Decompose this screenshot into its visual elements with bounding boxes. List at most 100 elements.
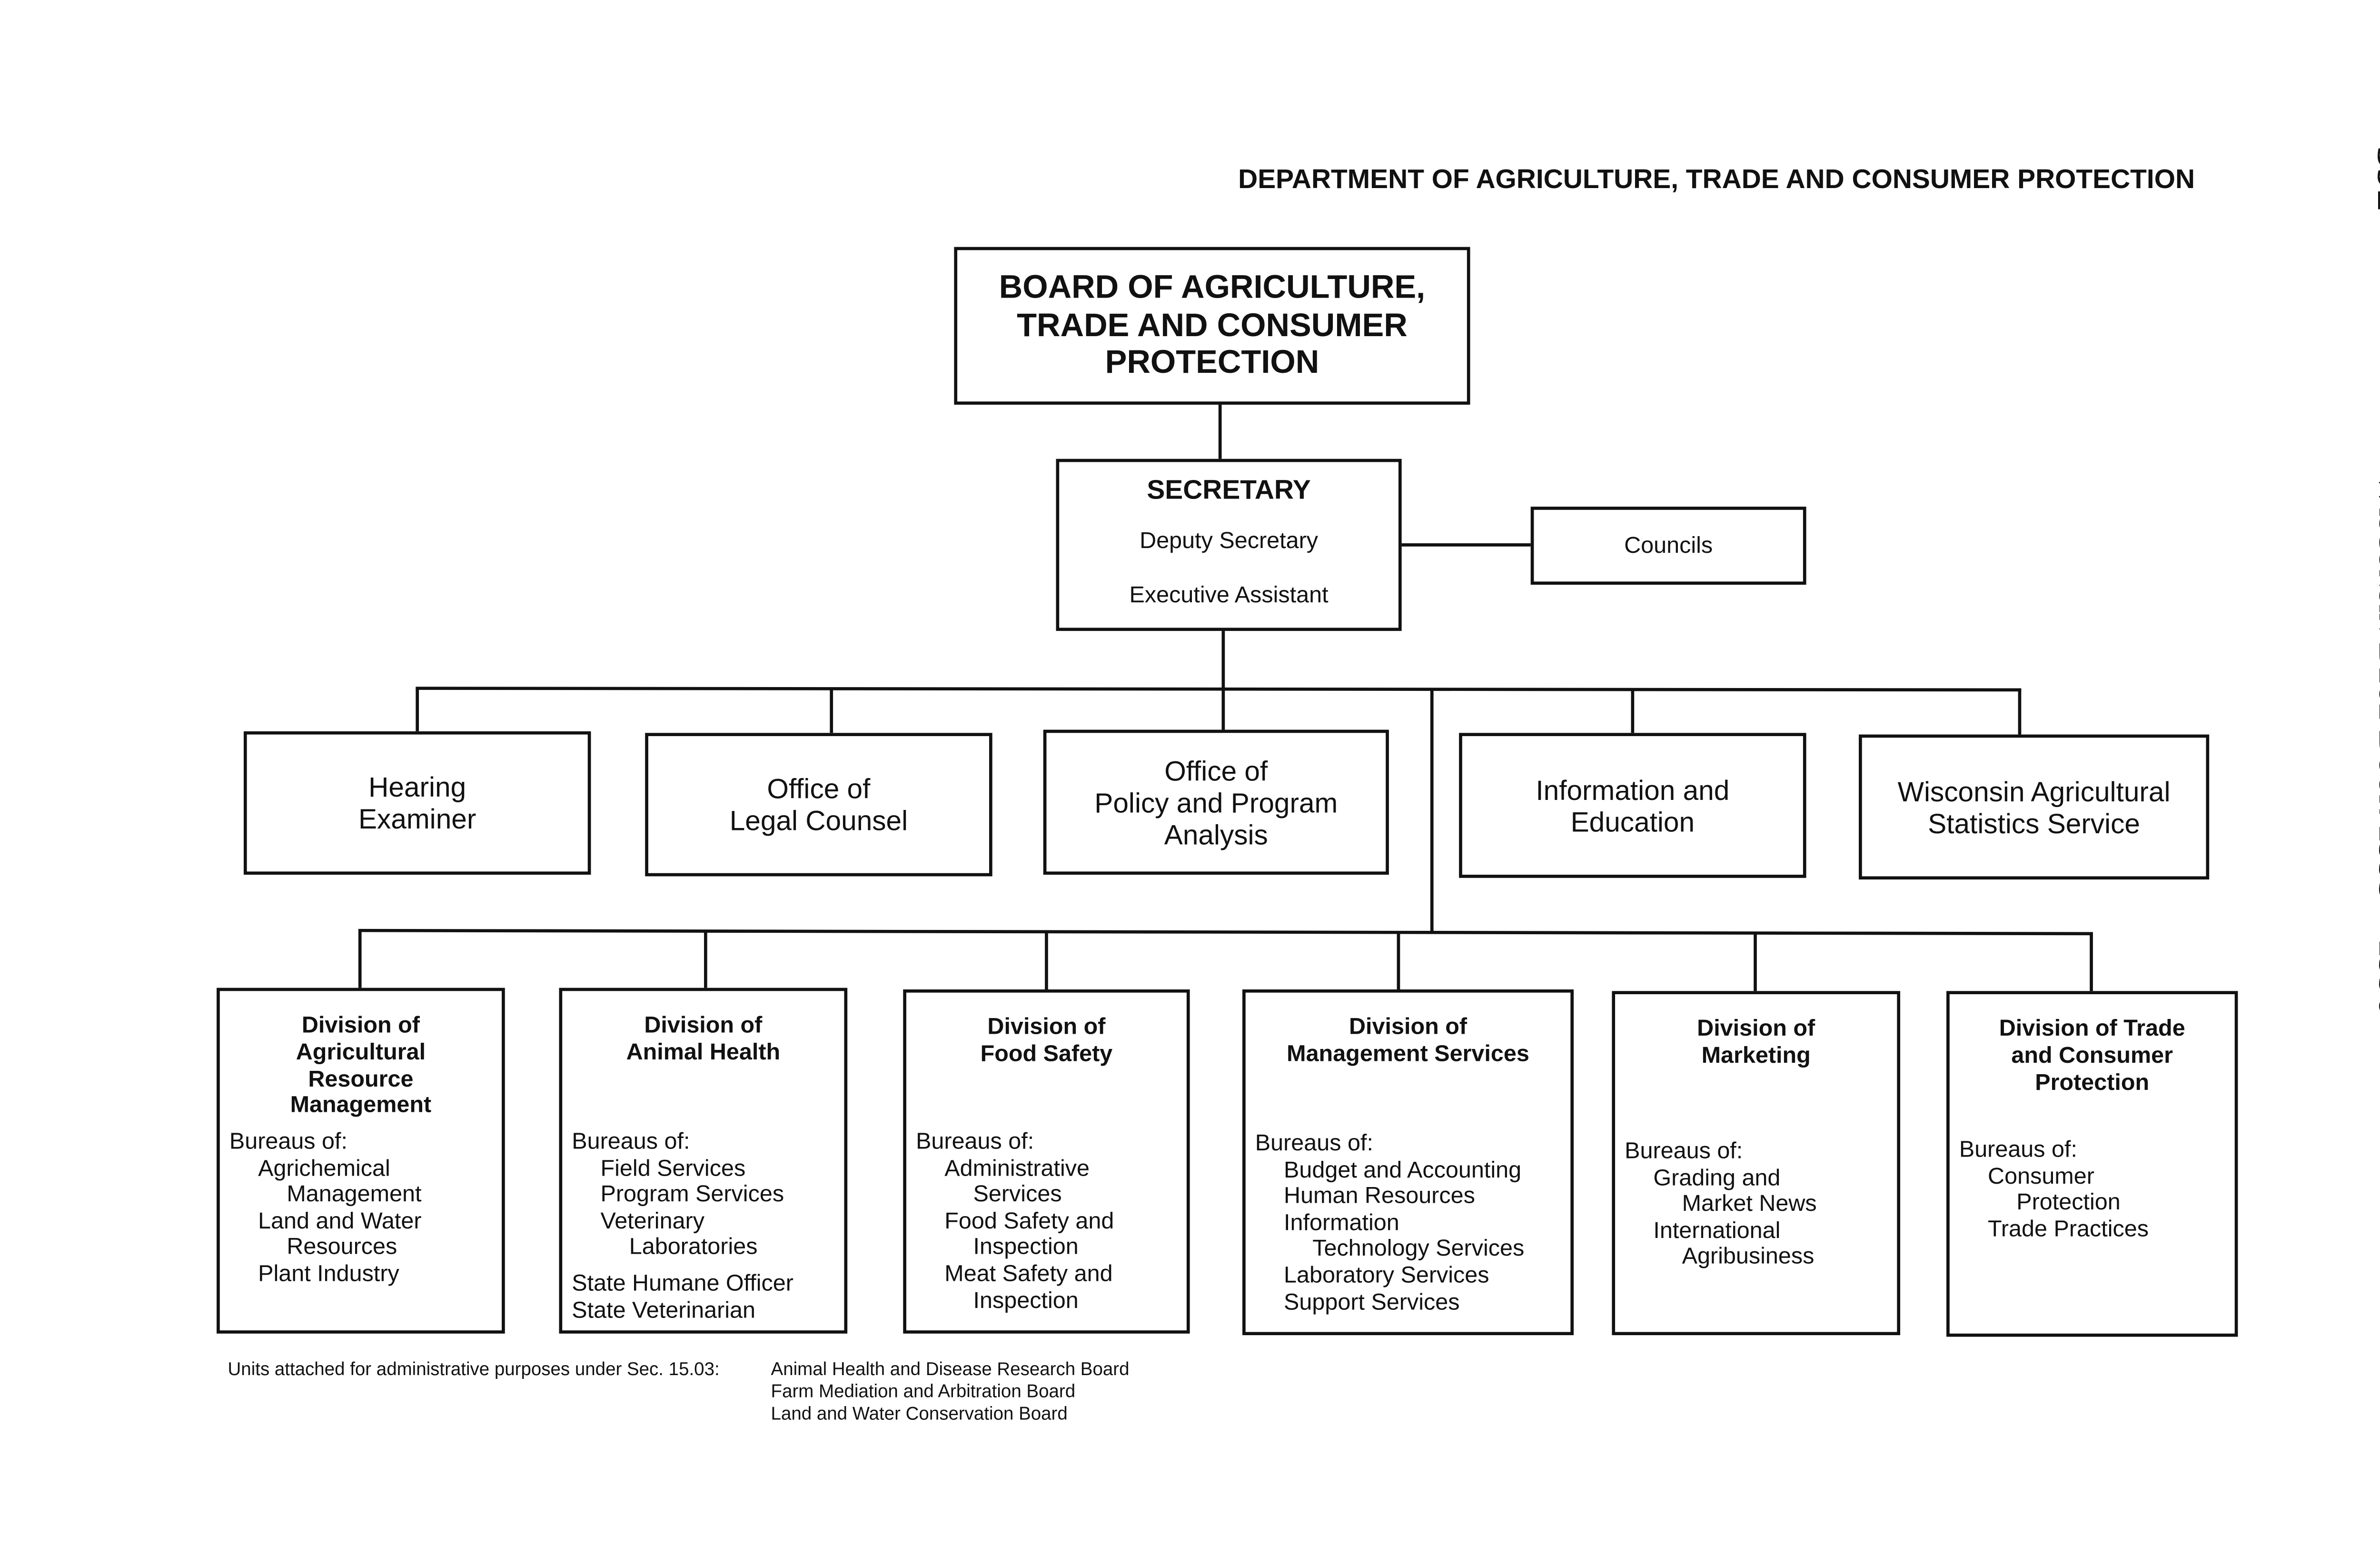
office-label-line: Analysis bbox=[1164, 818, 1268, 850]
office-label-line: Office of bbox=[767, 772, 871, 805]
bureau-item: Market News bbox=[1682, 1192, 1817, 1218]
secretary-title: SECRETARY bbox=[1147, 475, 1311, 505]
division-title-line: Division of Trade bbox=[1999, 1016, 2185, 1042]
division-title-line: Division of bbox=[644, 1013, 763, 1039]
board-line: TRADE AND CONSUMER bbox=[1017, 307, 1408, 344]
board-line: BOARD OF AGRICULTURE, bbox=[999, 269, 1426, 307]
page-number: 392 bbox=[2368, 146, 2380, 211]
division-title-line: Agricultural bbox=[296, 1040, 426, 1066]
bureau-item: Administrative bbox=[944, 1156, 1090, 1182]
footnote-label: Units attached for administrative purpos… bbox=[228, 1360, 720, 1380]
board-line: PROTECTION bbox=[1105, 344, 1319, 381]
bureau-item: Protection bbox=[2016, 1190, 2121, 1216]
division-title-line: Food Safety bbox=[980, 1041, 1113, 1068]
bureau-item: Information bbox=[1284, 1210, 1399, 1236]
bureau-item: Laboratory Services bbox=[1284, 1263, 1489, 1289]
page-header: DEPARTMENT OF AGRICULTURE, TRADE AND CON… bbox=[1238, 164, 2195, 195]
division-title-line: Protection bbox=[2035, 1070, 2150, 1096]
board-box: BOARD OF AGRICULTURE, TRADE AND CONSUMER… bbox=[954, 247, 1470, 405]
division-title-line: Management Services bbox=[1287, 1041, 1529, 1068]
division-title-line: and Consumer bbox=[2011, 1043, 2173, 1069]
bureau-item: International bbox=[1653, 1218, 1781, 1244]
bureau-item: Plant Industry bbox=[258, 1262, 399, 1288]
footnote-units: Animal Health and Disease Research Board… bbox=[771, 1359, 1130, 1426]
bureau-item: Inspection bbox=[973, 1235, 1079, 1261]
division-title-line: Division of bbox=[1697, 1016, 1815, 1042]
bureau-item: Program Services bbox=[600, 1182, 784, 1208]
bureau-item: Agrichemical bbox=[258, 1156, 390, 1182]
bureau-item: Meat Safety and bbox=[944, 1262, 1113, 1288]
councils-box: Councils bbox=[1530, 507, 1806, 585]
bureaus-label: Bureaus of: bbox=[916, 1129, 1034, 1155]
division-title-line: Resource bbox=[308, 1067, 414, 1093]
office-label-line: Examiner bbox=[358, 803, 476, 835]
executive-assistant: Executive Assistant bbox=[1129, 583, 1329, 609]
division-title-line: Animal Health bbox=[626, 1040, 781, 1066]
secretary-box: SECRETARY Deputy Secretary Executive Ass… bbox=[1056, 459, 1402, 631]
attached-unit: Animal Health and Disease Research Board bbox=[771, 1360, 1130, 1380]
bureau-item: Agribusiness bbox=[1682, 1245, 1815, 1271]
office-label-line: Information and bbox=[1536, 773, 1730, 806]
division-title-line: Marketing bbox=[1701, 1043, 1811, 1069]
councils-label: Councils bbox=[1624, 533, 1713, 559]
bureau-item: Support Services bbox=[1284, 1289, 1460, 1316]
attached-unit: Farm Mediation and Arbitration Board bbox=[771, 1383, 1076, 1402]
division-title-line: Division of bbox=[987, 1015, 1106, 1041]
office-label-line: Office of bbox=[1164, 754, 1268, 787]
bureau-item: Technology Services bbox=[1312, 1237, 1525, 1263]
bureau-item: Laboratories bbox=[629, 1235, 758, 1261]
book-title: Wisconsin Blue Book 1995 – 1996 bbox=[2370, 471, 2380, 1015]
office-label-line: Policy and Program bbox=[1094, 786, 1338, 818]
division-title-line: Division of bbox=[1349, 1015, 1468, 1041]
connector-divisions-bar bbox=[358, 928, 2093, 936]
division-officer: State Humane Officer bbox=[572, 1271, 793, 1297]
bureau-item: Land and Water bbox=[258, 1209, 422, 1235]
attached-unit: Land and Water Conservation Board bbox=[771, 1405, 1068, 1425]
division-officer: State Veterinarian bbox=[572, 1297, 756, 1324]
office-label-line: Wisconsin Agricultural bbox=[1897, 775, 2171, 807]
bureau-item: Management bbox=[287, 1182, 422, 1208]
bureau-item: Human Resources bbox=[1284, 1184, 1475, 1210]
division-title-line: Division of bbox=[301, 1013, 420, 1039]
bureau-item: Budget and Accounting bbox=[1284, 1158, 1522, 1183]
bureau-item: Field Services bbox=[600, 1156, 746, 1182]
bureaus-label: Bureaus of: bbox=[229, 1129, 348, 1155]
division-title-line: Management bbox=[290, 1093, 432, 1119]
bureaus-label: Bureaus of: bbox=[572, 1129, 690, 1155]
deputy-secretary: Deputy Secretary bbox=[1140, 529, 1319, 555]
bureau-item: Veterinary bbox=[600, 1209, 705, 1235]
office-label-line: Education bbox=[1570, 805, 1695, 838]
bureau-item: Trade Practices bbox=[1988, 1217, 2149, 1243]
bureaus-label: Bureaus of: bbox=[1255, 1131, 1373, 1157]
bureaus-label: Bureaus of: bbox=[1625, 1139, 1743, 1165]
bureau-item: Resources bbox=[287, 1235, 397, 1261]
connector-offices-bar bbox=[416, 687, 2022, 692]
bureau-item: Food Safety and bbox=[944, 1209, 1114, 1235]
office-label-line: Hearing bbox=[368, 771, 466, 803]
office-label-line: Statistics Service bbox=[1928, 807, 2140, 839]
